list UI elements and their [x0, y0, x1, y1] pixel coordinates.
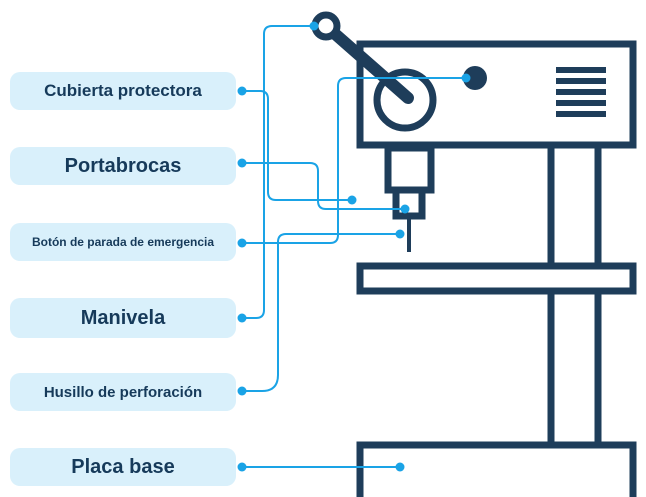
leader-cubierta — [242, 90, 352, 201]
leader-dot — [237, 238, 247, 248]
label-portabrocas: Portabrocas — [10, 147, 236, 185]
vent-grille — [556, 67, 606, 117]
pulley-wheel — [373, 68, 437, 132]
leader-dot — [237, 86, 247, 96]
leader-boton — [242, 77, 466, 244]
label-manivela: Manivela — [10, 298, 236, 338]
leader-dot — [461, 73, 471, 83]
label-husillo-perforacion: Husillo de perforación — [10, 373, 236, 411]
leader-portabrocas — [242, 162, 405, 210]
leader-dot — [395, 462, 405, 472]
leader-dot — [309, 21, 319, 31]
work-table — [356, 262, 637, 295]
leader-dot — [395, 229, 405, 239]
base-plate — [356, 441, 637, 497]
leader-dot — [237, 386, 247, 396]
spindle-housing — [384, 144, 435, 194]
head-housing — [356, 40, 637, 149]
leader-dot — [237, 313, 247, 323]
leader-manivela — [242, 25, 314, 319]
chuck — [392, 186, 426, 220]
emergency-button — [463, 66, 487, 90]
leader-dot — [347, 195, 357, 205]
leader-dot — [400, 204, 410, 214]
label-boton-parada-emergencia: Botón de parada de emergencia — [10, 223, 236, 261]
label-cubierta-protectora: Cubierta protectora — [10, 72, 236, 110]
leader-husillo — [242, 233, 400, 392]
leader-dot — [237, 462, 247, 472]
leader-dot — [237, 158, 247, 168]
crank-arm — [320, 20, 414, 104]
label-placa-base: Placa base — [10, 448, 236, 486]
